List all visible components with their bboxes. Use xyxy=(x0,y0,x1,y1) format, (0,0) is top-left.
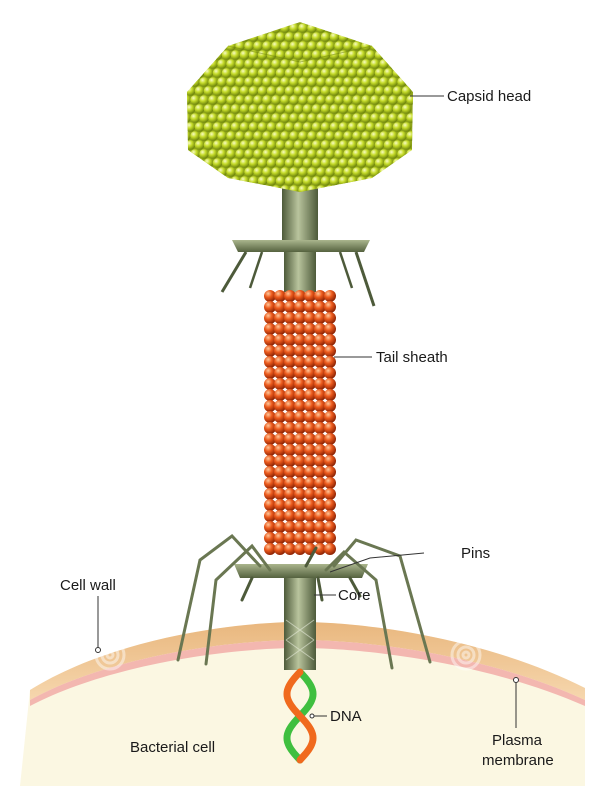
label-bacterial-cell: Bacterial cell xyxy=(130,739,215,756)
label-capsid-head: Capsid head xyxy=(447,88,531,105)
capsid-head xyxy=(181,22,416,195)
core-tube-upper xyxy=(284,252,316,292)
label-dna: DNA xyxy=(330,708,362,725)
label-cell-wall: Cell wall xyxy=(60,577,116,594)
core-tube xyxy=(284,578,316,670)
neck xyxy=(282,185,318,245)
label-core: Core xyxy=(338,587,371,604)
label-pins: Pins xyxy=(461,545,490,562)
label-plasma-membrane-line1: Plasma xyxy=(492,732,543,749)
tail-sheath xyxy=(264,290,336,555)
label-tail-sheath: Tail sheath xyxy=(376,349,448,366)
label-plasma-membrane-line2: membrane xyxy=(482,752,554,769)
